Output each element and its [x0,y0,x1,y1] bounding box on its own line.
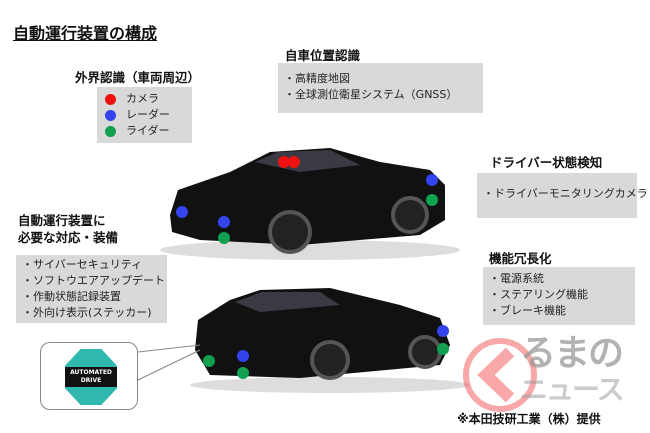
lidar-dot-icon [237,367,249,379]
required-item: ・サイバーセキュリティ [22,258,143,271]
red-dot-icon [105,93,116,105]
legend-lidar-label: ライダー [126,124,170,137]
required-heading-line2: 必要な対応・装備 [18,230,119,245]
front-car-image [160,148,460,260]
credit-text: ※本田技研工業（株）提供 [457,412,601,426]
lidar-dot-icon [218,232,230,244]
legend-box: カメラ レーダー ライダー [97,87,192,143]
camera-dot-icon [278,156,290,168]
radar-dot-icon [437,325,449,337]
required-box: ・サイバーセキュリティ・ソフトウエアアップデート・作動状態記録装置・外向け表示(… [16,255,167,323]
driver-heading: ドライバー状態検知 [490,155,603,170]
radar-dot-icon [218,216,230,228]
redundancy-heading: 機能冗長化 [489,251,552,266]
driver-box: ・ドライバーモニタリングカメラ [477,173,648,218]
watermark-circle [463,338,537,412]
legend-lidar: ライダー [105,123,186,139]
sticker-line1: AUTOMATED [70,369,112,376]
radar-dot-icon [176,206,188,218]
page-title: 自動運行装置の構成 [13,24,158,43]
legend-camera: カメラ [105,91,186,107]
blue-dot-icon [105,109,116,121]
watermark-text-2: ニュース [520,373,625,406]
sticker-callout-lines [137,344,201,381]
radar-dot-icon [426,174,438,186]
sticker-line2: DRIVE [80,377,102,384]
redundancy-box: ・電源系統・ステアリング機能・ブレーキ機能 [483,267,635,325]
legend-radar-label: レーダー [126,108,170,121]
radar-dot-icon [237,350,249,362]
redundancy-item: ・ブレーキ機能 [489,304,566,317]
rear-car-image [190,288,470,393]
position-item: ・高精度地図 [284,72,350,85]
legend-radar: レーダー [105,107,186,123]
green-dot-icon [105,125,116,137]
position-box: ・高精度地図・全球測位衛星システム（GNSS） [278,63,483,113]
redundancy-item: ・電源系統 [489,272,544,285]
legend-camera-label: カメラ [126,92,159,105]
driver-item: ・ドライバーモニタリングカメラ [483,187,648,200]
lidar-dot-icon [426,194,438,206]
external-heading: 外界認識（車両周辺） [75,70,201,85]
watermark-text: るまの [520,333,624,374]
required-item: ・作動状態記録装置 [22,290,121,303]
lidar-dot-icon [203,355,215,367]
position-heading: 自車位置認識 [285,48,361,63]
camera-dot-icon [288,156,300,168]
required-item: ・外向け表示(ステッカー) [22,306,152,319]
redundancy-item: ・ステアリング機能 [489,288,588,301]
required-heading-line1: 自動運行装置に [18,213,106,228]
position-item: ・全球測位衛星システム（GNSS） [284,88,458,101]
lidar-dot-icon [437,343,449,355]
required-item: ・ソフトウエアアップデート [22,274,165,287]
required-heading: 自動運行装置に必要な対応・装備 [18,212,118,246]
